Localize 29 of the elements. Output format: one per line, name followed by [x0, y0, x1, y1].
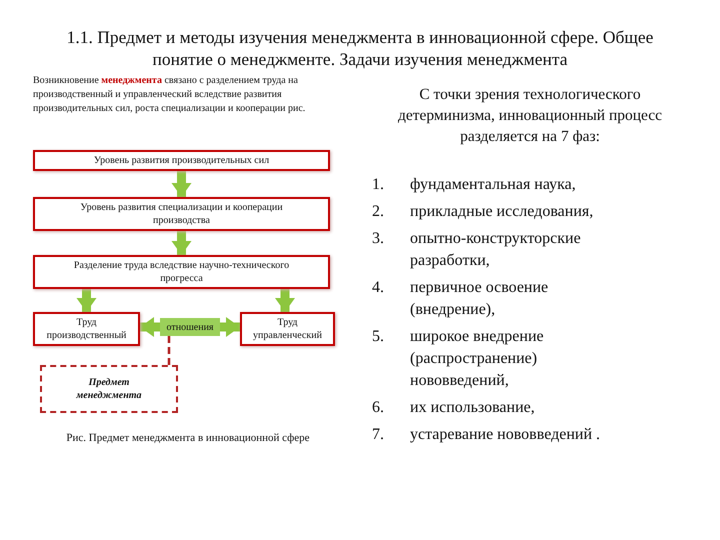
list-item: устаревание нововведений .	[410, 425, 602, 445]
figure-caption: Рис. Предмет менеджмента в инновационной сфере	[65, 432, 311, 444]
list-number: 2.	[372, 202, 384, 222]
process-box: Уровень развития специализации и кооперации производства	[33, 197, 330, 231]
arrow	[172, 231, 192, 255]
list-item: фундаментальная наука,	[410, 175, 577, 195]
list-number: 1.	[372, 175, 384, 195]
relation-label: отношения	[160, 318, 220, 336]
list-number: 7.	[372, 425, 384, 445]
list-number: 6.	[372, 398, 384, 418]
process-box: Труд производственный	[33, 312, 140, 346]
list-number: 4.	[372, 278, 384, 298]
arrow	[220, 317, 240, 337]
arrow	[140, 317, 160, 337]
process-box: Труд управленческий	[240, 312, 335, 346]
dashed-box: Предмет менеджмента	[40, 365, 178, 413]
list-item: их использование,	[410, 398, 536, 418]
list-item: прикладные исследования,	[410, 202, 594, 222]
intro-paragraph: Возникновение менеджмента связано с разделением труда на производственный и управленческий вследствие развития производительных сил, роста специализации и кооперации рис.	[33, 74, 306, 116]
arrow	[275, 289, 295, 312]
list-number: 5.	[372, 327, 384, 347]
process-box: Уровень развития производительных сил	[33, 150, 330, 171]
slide-title: 1.1. Предмет и методы изучения менеджмента в инновационной сфере. Общее понятие о менеджменте. Задачи изучения менеджмента	[66, 26, 654, 70]
arrow	[76, 289, 96, 312]
process-box: Разделение труда вследствие научно-технического прогресса	[33, 255, 330, 289]
list-number: 3.	[372, 229, 384, 249]
dashed-line	[168, 336, 170, 365]
intro-text: С точки зрения технологического детерминизма, инновационный процесс разделяется на 7 фаз:	[396, 85, 664, 147]
arrow	[172, 171, 192, 197]
